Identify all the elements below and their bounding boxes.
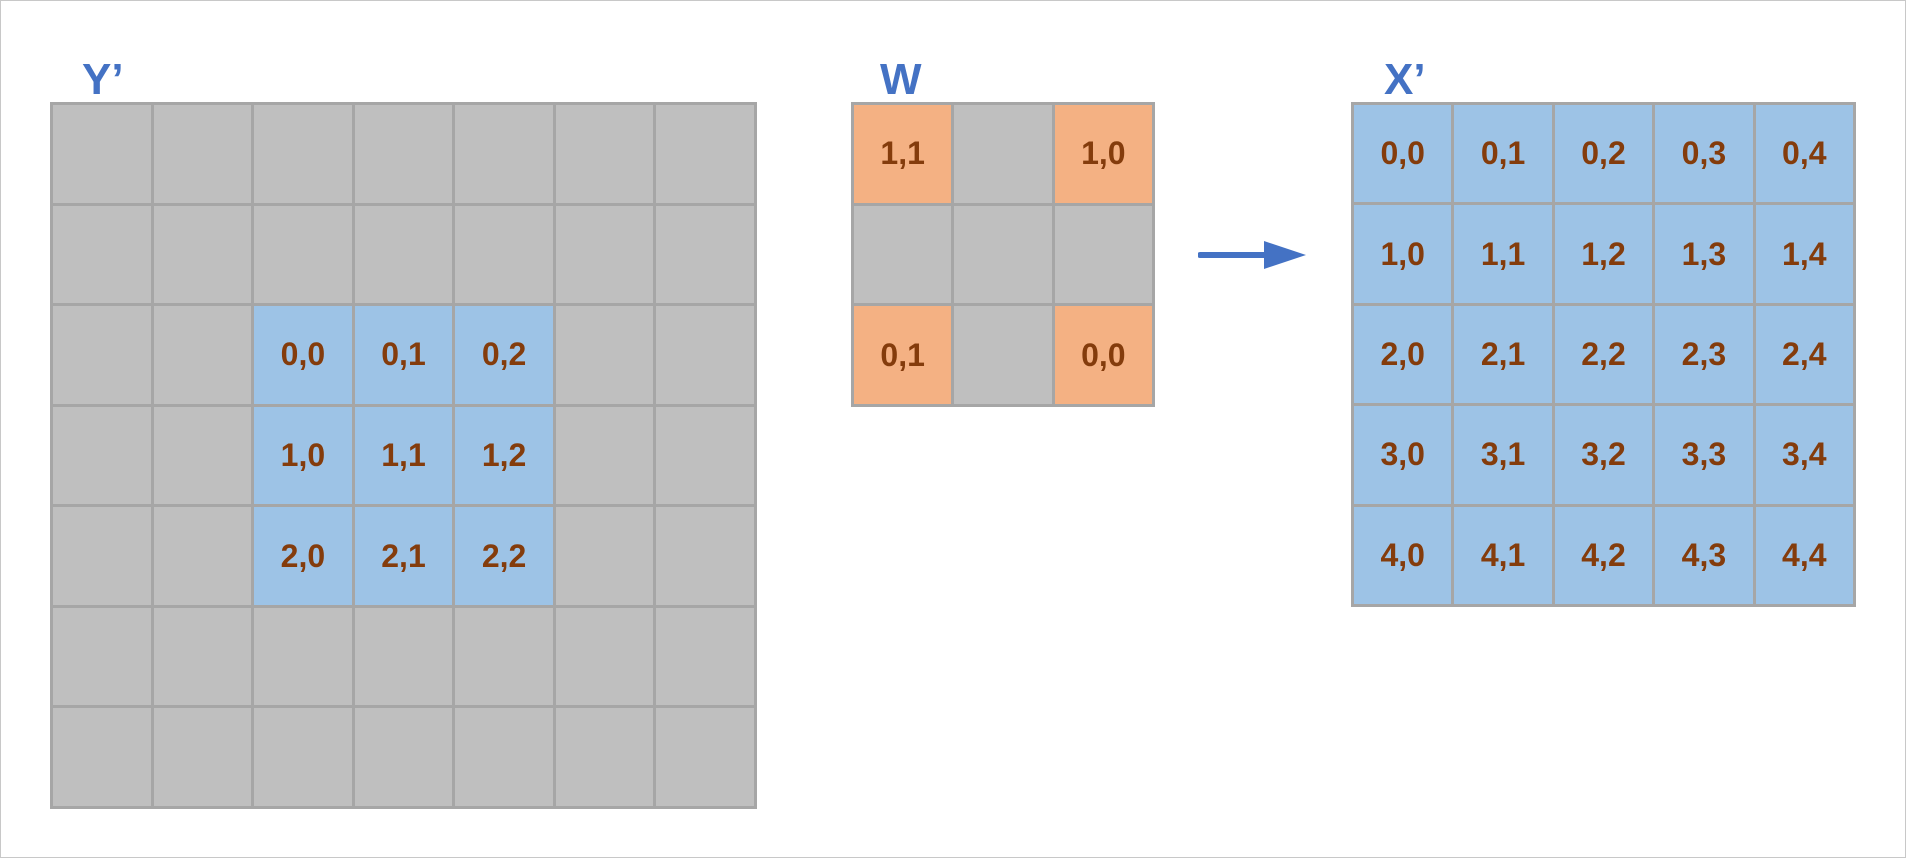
- y-prime-cell-4-6: [656, 507, 754, 605]
- y-prime-cell-2-3: 0,1: [354, 306, 453, 404]
- x-prime-title: X’: [1384, 55, 1426, 104]
- y-prime-cell-5-0: [53, 607, 151, 706]
- y-prime-cell-6-0: [53, 708, 151, 806]
- y-prime-cell-4-1: [153, 507, 252, 605]
- w-cell-2-1: [954, 306, 1052, 404]
- y-prime-cell-1-6: [656, 205, 754, 304]
- x-prime-cell-1-0: 1,0: [1354, 205, 1452, 303]
- y-prime-cell-3-3: 1,1: [354, 406, 453, 505]
- y-prime-cell-2-4: 0,2: [455, 306, 553, 404]
- x-prime-cell-2-0: 2,0: [1354, 305, 1452, 404]
- w-cell-1-2: [1054, 205, 1152, 304]
- y-prime-cell-1-0: [53, 205, 151, 304]
- x-prime-cell-1-4: 1,4: [1755, 205, 1853, 303]
- w-cell-0-0: 1,1: [854, 105, 952, 203]
- x-prime-cell-1-3: 1,3: [1655, 205, 1753, 303]
- y-prime-cell-1-1: [153, 205, 252, 304]
- x-prime-cell-4-2: 4,2: [1554, 506, 1653, 604]
- y-prime-cell-6-5: [555, 708, 654, 806]
- y-prime-cell-5-3: [354, 607, 453, 706]
- y-prime-cell-1-4: [455, 205, 553, 304]
- right-arrow-icon: [1198, 241, 1306, 269]
- y-prime-cell-0-0: [53, 105, 151, 203]
- x-prime-cell-0-1: 0,1: [1454, 105, 1552, 203]
- y-prime-cell-4-3: 2,1: [354, 507, 453, 605]
- y-prime-cell-0-3: [354, 105, 453, 203]
- w-cell-1-0: [854, 205, 952, 304]
- y-prime-cell-5-5: [555, 607, 654, 706]
- y-prime-cell-2-1: [153, 306, 252, 404]
- x-prime-cell-3-3: 3,3: [1655, 406, 1753, 504]
- y-prime-cell-1-3: [354, 205, 453, 304]
- x-prime-cell-3-2: 3,2: [1554, 406, 1653, 504]
- y-prime-cell-3-5: [555, 406, 654, 505]
- y-prime-cell-3-0: [53, 406, 151, 505]
- w-title: W: [880, 55, 922, 104]
- y-prime-cell-3-6: [656, 406, 754, 505]
- x-prime-cell-2-1: 2,1: [1454, 305, 1552, 404]
- y-prime-cell-5-4: [455, 607, 553, 706]
- y-prime-cell-5-2: [254, 607, 352, 706]
- y-prime-cell-4-0: [53, 507, 151, 605]
- y-prime-cell-1-5: [555, 205, 654, 304]
- y-prime-cell-6-2: [254, 708, 352, 806]
- y-prime-title: Y’: [82, 55, 124, 104]
- y-prime-cell-3-4: 1,2: [455, 406, 553, 505]
- x-prime-cell-0-2: 0,2: [1554, 105, 1653, 203]
- x-prime-cell-4-3: 4,3: [1655, 506, 1753, 604]
- y-prime-cell-0-5: [555, 105, 654, 203]
- y-prime-cell-2-2: 0,0: [254, 306, 352, 404]
- x-prime-cell-4-1: 4,1: [1454, 506, 1552, 604]
- y-prime-cell-4-2: 2,0: [254, 507, 352, 605]
- y-prime-cell-6-3: [354, 708, 453, 806]
- y-prime-cell-6-4: [455, 708, 553, 806]
- x-prime-cell-4-0: 4,0: [1354, 506, 1452, 604]
- x-prime-cell-3-1: 3,1: [1454, 406, 1552, 504]
- x-prime-cell-1-1: 1,1: [1454, 205, 1552, 303]
- y-prime-cell-1-2: [254, 205, 352, 304]
- x-prime-cell-3-0: 3,0: [1354, 406, 1452, 504]
- x-prime-cell-1-2: 1,2: [1554, 205, 1653, 303]
- x-prime-cell-2-3: 2,3: [1655, 305, 1753, 404]
- y-prime-cell-6-1: [153, 708, 252, 806]
- y-prime-cell-2-0: [53, 306, 151, 404]
- y-prime-cell-0-1: [153, 105, 252, 203]
- y-prime-cell-6-6: [656, 708, 754, 806]
- y-prime-cell-4-5: [555, 507, 654, 605]
- x-prime-cell-0-0: 0,0: [1354, 105, 1452, 203]
- x-prime-cell-3-4: 3,4: [1755, 406, 1853, 504]
- y-prime-cell-0-6: [656, 105, 754, 203]
- y-prime-cell-0-4: [455, 105, 553, 203]
- y-prime-cell-3-2: 1,0: [254, 406, 352, 505]
- y-prime-cell-5-1: [153, 607, 252, 706]
- w-cell-2-2: 0,0: [1054, 306, 1152, 404]
- w-cell-0-2: 1,0: [1054, 105, 1152, 203]
- w-cell-2-0: 0,1: [854, 306, 952, 404]
- x-prime-cell-2-2: 2,2: [1554, 305, 1653, 404]
- y-prime-cell-5-6: [656, 607, 754, 706]
- x-prime-cell-0-4: 0,4: [1755, 105, 1853, 203]
- y-prime-cell-2-6: [656, 306, 754, 404]
- y-prime-cell-3-1: [153, 406, 252, 505]
- y-prime-cell-2-5: [555, 306, 654, 404]
- w-cell-0-1: [954, 105, 1052, 203]
- x-prime-cell-0-3: 0,3: [1655, 105, 1753, 203]
- w-cell-1-1: [954, 205, 1052, 304]
- x-prime-cell-2-4: 2,4: [1755, 305, 1853, 404]
- x-prime-cell-4-4: 4,4: [1755, 506, 1853, 604]
- w-matrix: 1,1 1,0 0,1 0,0: [851, 102, 1155, 407]
- y-prime-cell-4-4: 2,2: [455, 507, 553, 605]
- y-prime-cell-0-2: [254, 105, 352, 203]
